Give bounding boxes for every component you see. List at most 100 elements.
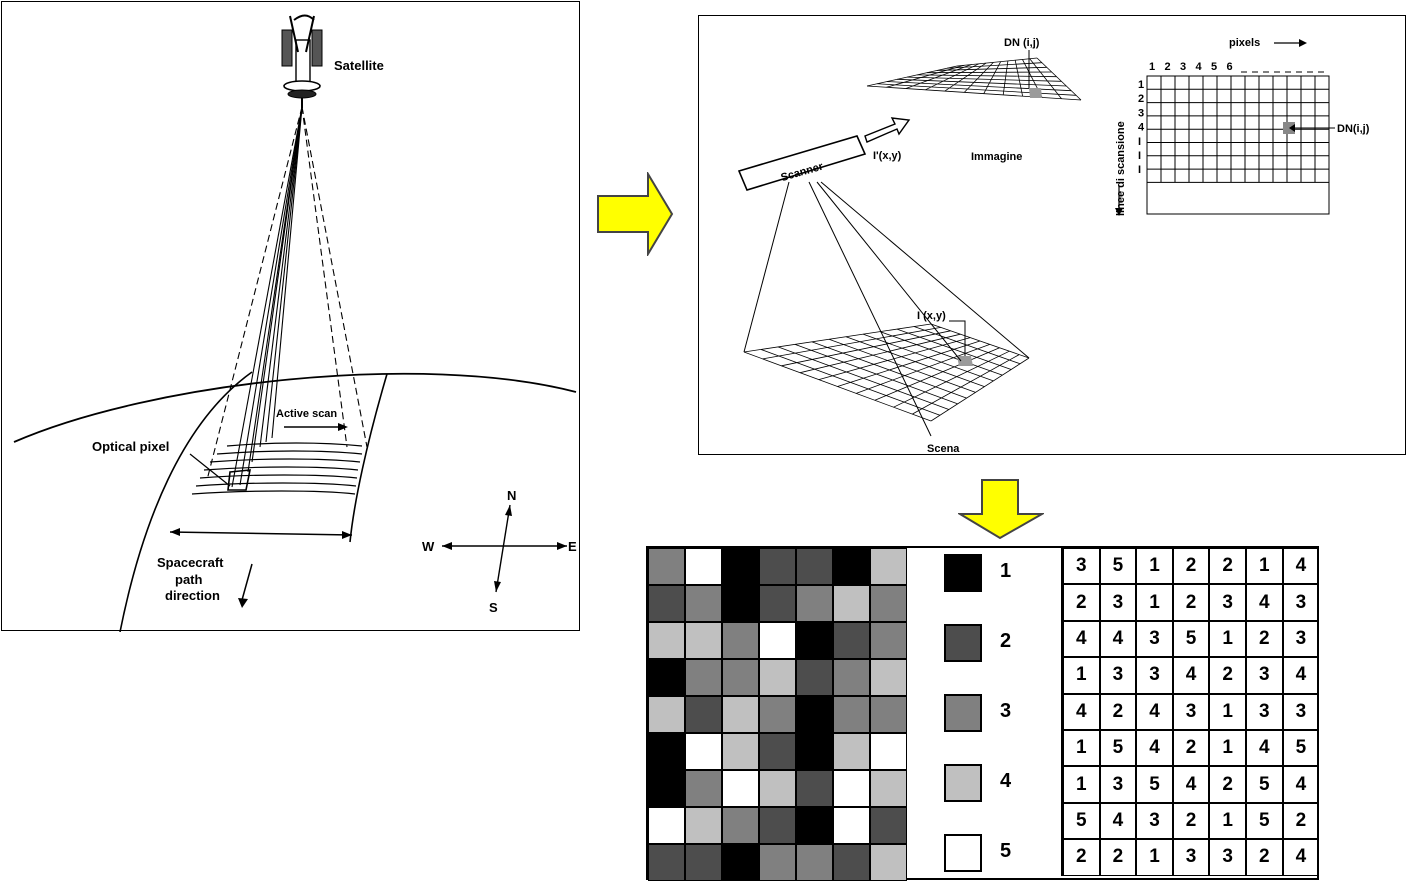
- dn-value-cell: 4: [1063, 620, 1100, 658]
- gray-pixel: [833, 807, 870, 844]
- gray-pixel: [870, 733, 907, 770]
- row-number: I: [1138, 136, 1141, 148]
- column-number: 5: [1211, 61, 1217, 73]
- gray-pixel: [722, 659, 759, 696]
- dn-value-cell: 4: [1099, 620, 1137, 658]
- dn-value-cell: 1: [1209, 729, 1246, 767]
- gray-pixel: [722, 585, 759, 622]
- dn-value-cell: 5: [1245, 766, 1283, 803]
- path-direction-arrowhead: [238, 598, 248, 608]
- dn-value-cell: 4: [1245, 584, 1283, 621]
- gray-pixel: [833, 844, 870, 881]
- row-number: 3: [1138, 107, 1144, 119]
- scan-lines-label: linee di scansione: [1115, 121, 1127, 216]
- dn-value-cell: 3: [1172, 839, 1210, 876]
- dn-value-cell: 2: [1172, 729, 1210, 767]
- dn-value-cell: 4: [1245, 729, 1283, 767]
- legend-item: 5: [944, 834, 1064, 874]
- gray-pixel: [833, 696, 870, 733]
- legend-swatch: [944, 764, 982, 802]
- scene-label: Scena: [927, 443, 960, 455]
- dn-value-cell: 1: [1136, 548, 1173, 585]
- gray-pixel: [796, 548, 833, 585]
- gray-pixel: [648, 807, 685, 844]
- dn-value-cell: 2: [1172, 584, 1210, 621]
- dn-value-cell: 5: [1099, 548, 1137, 585]
- optical-pixel-leader: [189, 453, 231, 487]
- compass-east: E: [568, 539, 577, 554]
- legend-swatch: [944, 694, 982, 732]
- scanner-image-figure: DN (i,j) Immagine Scanner I'(x,y) I (x,y…: [737, 37, 1370, 455]
- swath-width-arrow-right: [342, 531, 352, 539]
- dn-value-cell: 5: [1172, 620, 1210, 658]
- gray-pixel: [722, 807, 759, 844]
- row-number: 4: [1138, 122, 1145, 134]
- scan-lines: [191, 442, 363, 495]
- gray-pixel: [833, 548, 870, 585]
- swath-left-edge: [119, 371, 253, 633]
- yellow-arrow-down-icon: [958, 479, 1044, 540]
- dn-value-cell: 5: [1282, 729, 1320, 767]
- dn-top-label: DN (i,j): [1004, 37, 1040, 49]
- gray-pixel: [759, 696, 796, 733]
- legend-swatch: [944, 624, 982, 662]
- gray-pixel: [870, 548, 907, 585]
- gray-pixel: [648, 844, 685, 881]
- gray-pixel: [685, 622, 722, 659]
- dn-value-cell: 5: [1099, 729, 1137, 767]
- pixels-arrowhead: [1299, 39, 1307, 47]
- gray-pixel: [833, 622, 870, 659]
- dn-value-cell: 3: [1136, 657, 1173, 694]
- dn-value-cell: 3: [1099, 657, 1137, 694]
- image-highlight-pixel: [1029, 88, 1042, 98]
- dn-value-cell: 4: [1099, 802, 1137, 840]
- dn-value-cell: 2: [1063, 839, 1100, 876]
- gray-pixel: [796, 696, 833, 733]
- gray-pixel: [759, 622, 796, 659]
- gray-pixel: [796, 659, 833, 696]
- gray-pixel: [759, 548, 796, 585]
- dn-value-cell: 5: [1136, 766, 1173, 803]
- satellite-scan-figure: Satellite Active scan Optical pixel Spac…: [13, 14, 577, 633]
- gray-pixel: [833, 770, 870, 807]
- scene-highlight-pixel: [957, 356, 973, 366]
- gray-pixel: [648, 622, 685, 659]
- column-number: 4: [1196, 61, 1203, 73]
- dn-value-cell: 2: [1099, 839, 1137, 876]
- gray-pixel: [648, 770, 685, 807]
- dn-value-cell: 4: [1282, 839, 1320, 876]
- path-direction-arrow: [241, 563, 253, 601]
- gray-pixel: [870, 696, 907, 733]
- legend-label: 2: [1000, 630, 1012, 652]
- gray-pixel: [759, 659, 796, 696]
- gray-pixel: [796, 585, 833, 622]
- dn-value-cell: 2: [1172, 802, 1210, 840]
- dn-value-cell: 3: [1209, 584, 1246, 621]
- gray-pixel: [796, 770, 833, 807]
- gray-pixel: [759, 733, 796, 770]
- scene-coord-leader: [949, 320, 966, 356]
- satellite-icon: [281, 14, 323, 108]
- dn-value-cell: 2: [1099, 693, 1137, 730]
- legend-swatch: [944, 554, 982, 592]
- gray-pixel: [796, 807, 833, 844]
- gray-pixel: [648, 659, 685, 696]
- column-number: 3: [1180, 61, 1186, 73]
- optical-pixel-box: [227, 469, 251, 491]
- row-number: I: [1138, 150, 1141, 162]
- dn-value-cell: 4: [1063, 693, 1100, 730]
- gray-pixel: [796, 844, 833, 881]
- dn-value-cell: 2: [1209, 657, 1246, 694]
- dn-value-cell: 3: [1099, 766, 1137, 803]
- legend-item: 4: [944, 764, 1064, 804]
- dn-value-cell: 1: [1136, 839, 1173, 876]
- active-scan-label: Active scan: [276, 408, 337, 420]
- grayscale-image-grid: [648, 548, 907, 881]
- dn-value-cell: 4: [1136, 729, 1173, 767]
- dn-value-cell: 1: [1209, 802, 1246, 840]
- column-number: 1: [1149, 61, 1155, 73]
- gray-pixel: [685, 548, 722, 585]
- gray-pixel: [759, 770, 796, 807]
